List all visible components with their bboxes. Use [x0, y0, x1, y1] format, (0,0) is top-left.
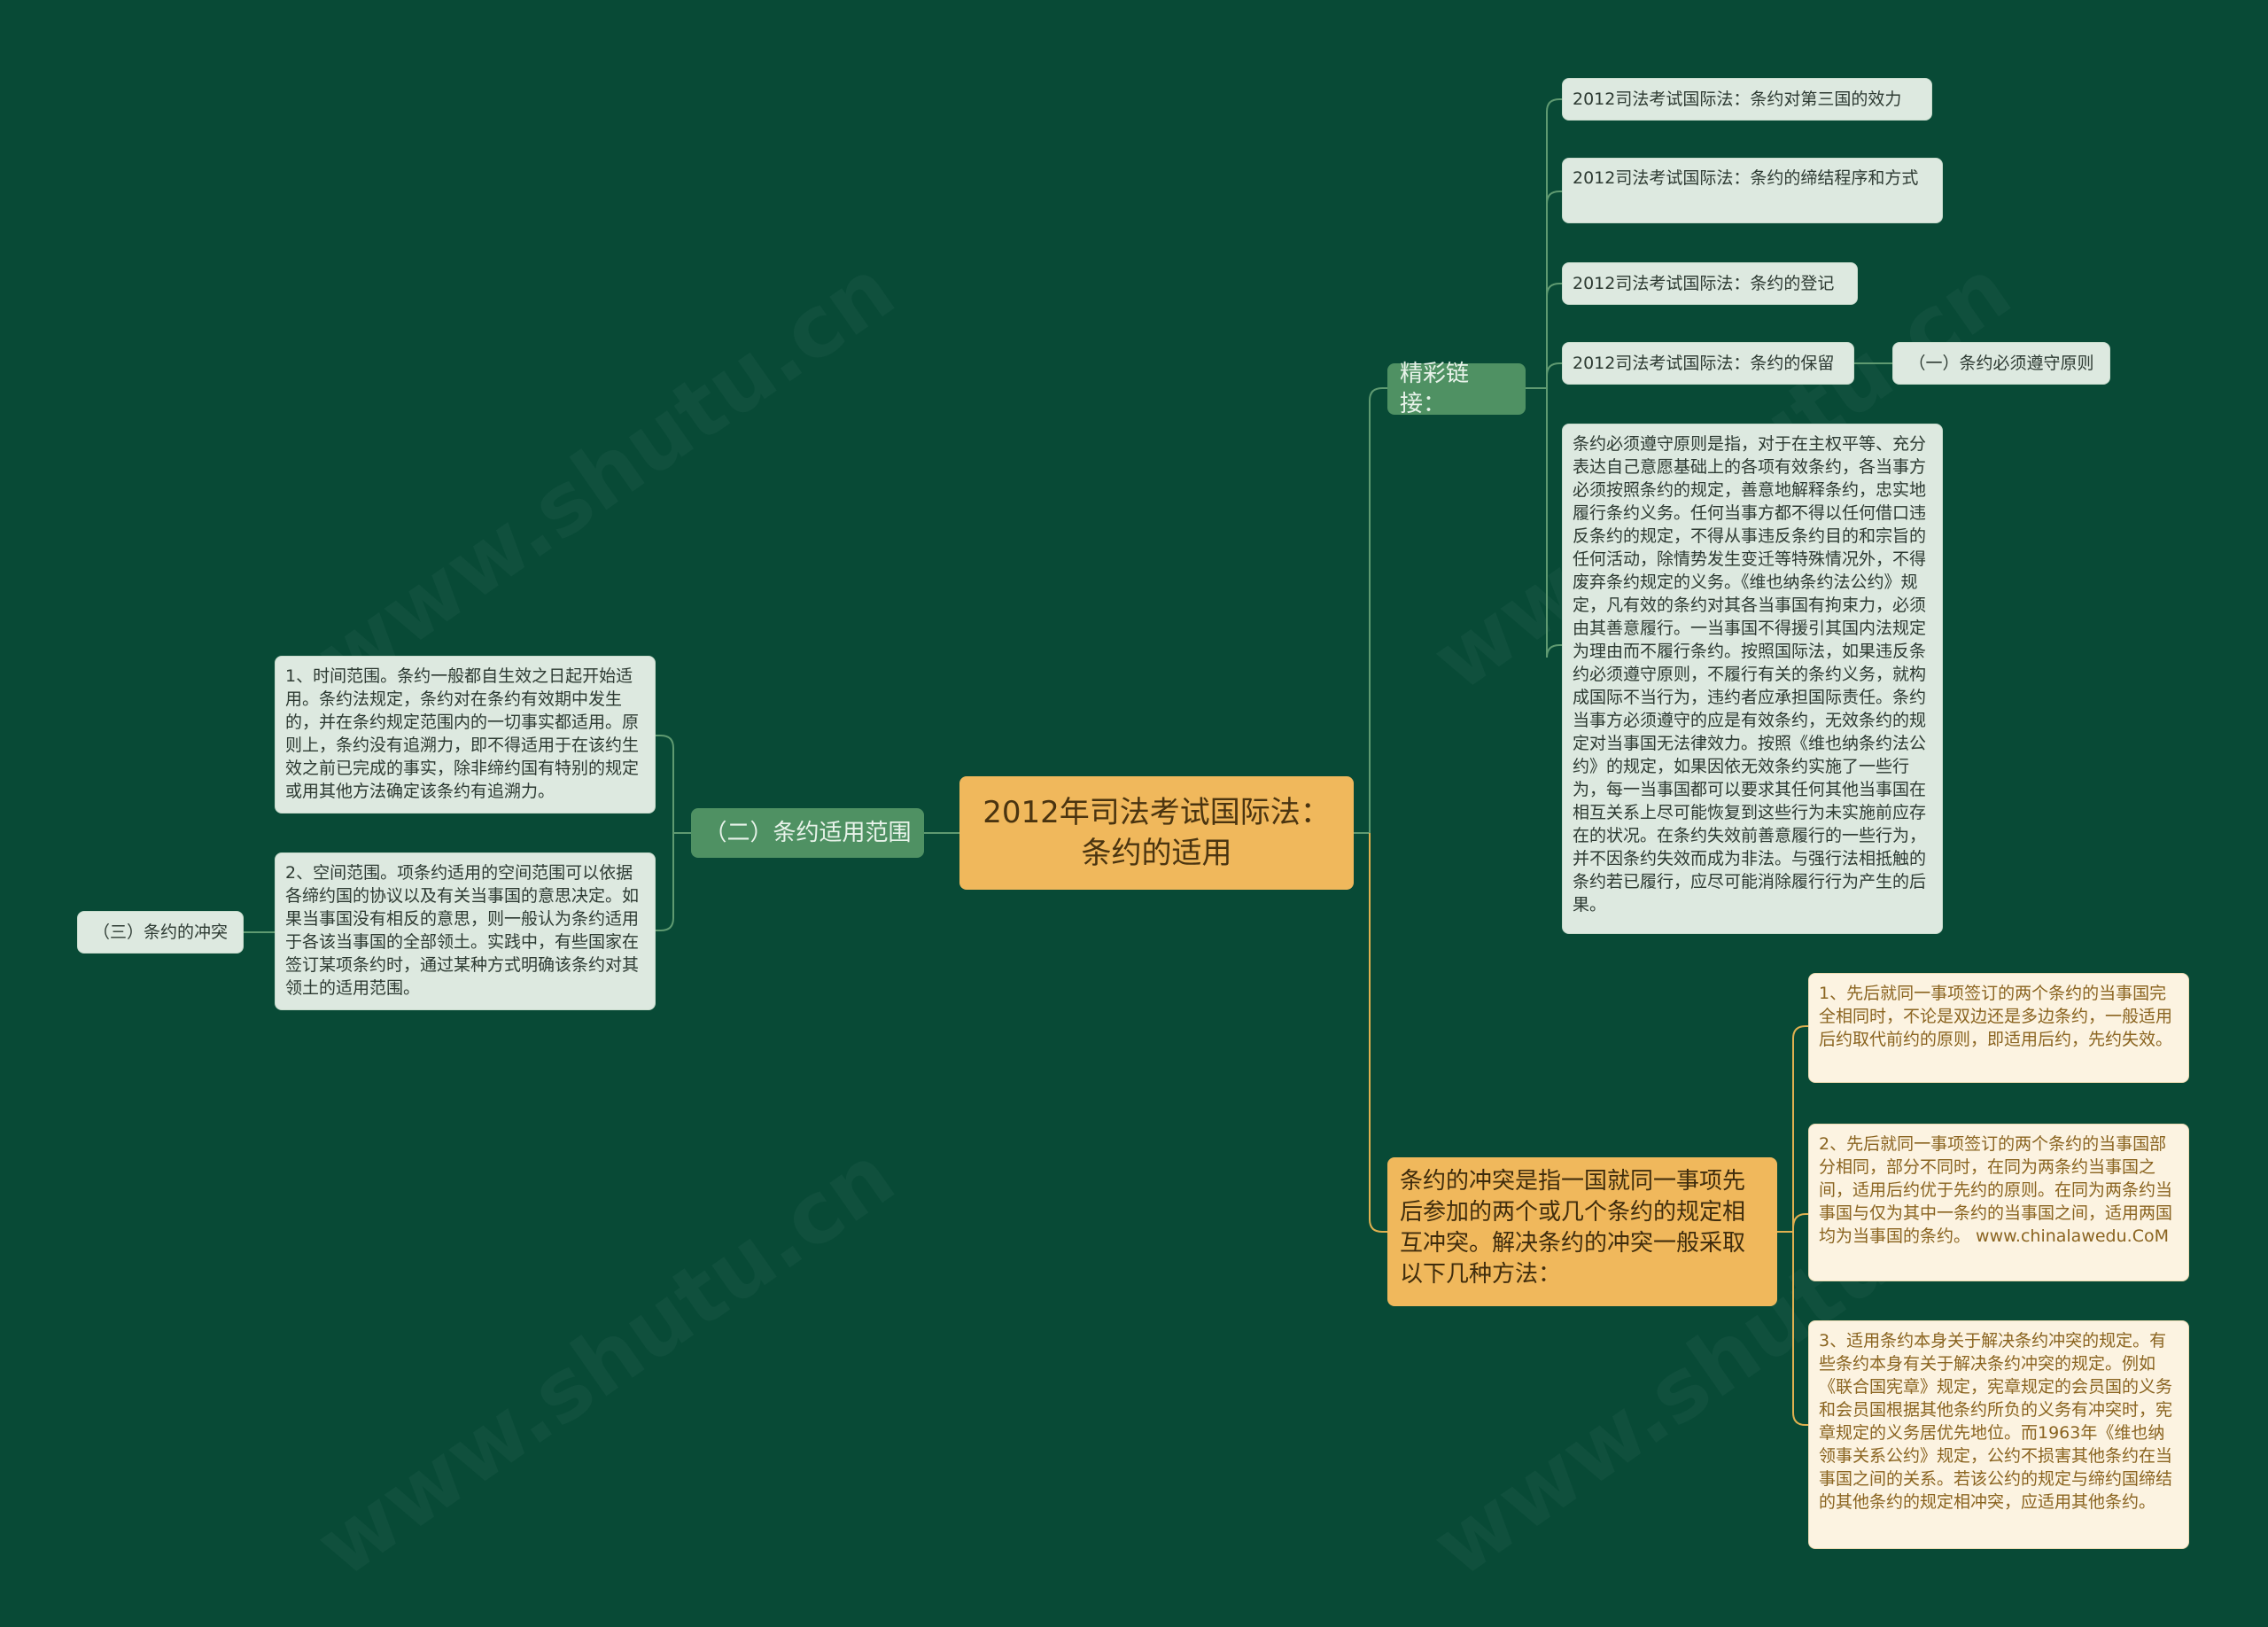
- conflict-method-2[interactable]: 2、先后就同一事项签订的两个条约的当事国部分相同，部分不同时，在同为两条约当事国…: [1808, 1124, 2189, 1281]
- connector-links: [1526, 98, 1562, 658]
- link-pacta-text: （一）条约必须遵守原则: [1908, 354, 2094, 373]
- conflict-method-1[interactable]: 1、先后就同一事项签订的两个条约的当事国完全相同时，不论是双边还是多边条约，一般…: [1808, 973, 2189, 1083]
- leaf-space-scope-text: 2、空间范围。项条约适用的空间范围可以依据各缔约国的协议以及有关当事国的意思决定…: [285, 863, 640, 998]
- branch-conflict-label: 条约的冲突是指一国就同一事项先后参加的两个或几个条约的规定相互冲突。解决条约的冲…: [1400, 1168, 1746, 1288]
- branch-links[interactable]: 精彩链接：: [1387, 361, 1526, 417]
- branch-links-label: 精彩链接：: [1400, 361, 1470, 417]
- leaf-time-scope-text: 1、时间范围。条约一般都自生效之日起开始适用。条约法规定，条约对在条约有效期中发…: [285, 666, 640, 801]
- link-conclusion[interactable]: 2012司法考试国际法：条约的缔结程序和方式: [1562, 158, 1943, 223]
- link-third-state[interactable]: 2012司法考试国际法：条约对第三国的效力: [1562, 78, 1932, 121]
- link-registration-text: 2012司法考试国际法：条约的登记: [1573, 274, 1835, 293]
- connector-root-right-top: [1354, 387, 1387, 834]
- leaf-time-scope[interactable]: 1、时间范围。条约一般都自生效之日起开始适用。条约法规定，条约对在条约有效期中发…: [275, 656, 656, 814]
- root-title: 2012年司法考试国际法：条约的适用: [983, 795, 1331, 871]
- detail-pacta-text: 条约必须遵守原则是指，对于在主权平等、充分表达自己意愿基础上的各项有效条约，各当…: [1573, 434, 1927, 915]
- sub-conflict-label: （三）条约的冲突: [92, 922, 228, 942]
- conflict-method-3-text: 3、适用条约本身关于解决条约冲突的规定。有些条约本身有关于解决条约冲突的规定。例…: [1819, 1331, 2173, 1512]
- connector-root-right-bottom: [1369, 833, 1387, 1233]
- root-topic[interactable]: 2012年司法考试国际法：条约的适用: [959, 776, 1354, 890]
- connector-conflict-items: [1777, 1025, 1808, 1426]
- link-reservation-text: 2012司法考试国际法：条约的保留: [1573, 354, 1835, 373]
- connector-left-leaves: [656, 735, 691, 931]
- sub-conflict[interactable]: （三）条约的冲突: [77, 911, 244, 954]
- branch-conflict[interactable]: 条约的冲突是指一国就同一事项先后参加的两个或几个条约的规定相互冲突。解决条约的冲…: [1387, 1157, 1777, 1306]
- conflict-method-3[interactable]: 3、适用条约本身关于解决条约冲突的规定。有些条约本身有关于解决条约冲突的规定。例…: [1808, 1320, 2189, 1549]
- link-pacta-sunt-servanda[interactable]: （一）条约必须遵守原则: [1892, 342, 2110, 385]
- conflict-method-1-text: 1、先后就同一事项签订的两个条约的当事国完全相同时，不论是双边还是多边条约，一般…: [1819, 984, 2173, 1049]
- link-third-state-text: 2012司法考试国际法：条约对第三国的效力: [1573, 90, 1902, 109]
- branch-scope[interactable]: （二）条约适用范围: [691, 808, 924, 858]
- conflict-method-2-text: 2、先后就同一事项签订的两个条约的当事国部分相同，部分不同时，在同为两条约当事国…: [1819, 1134, 2173, 1246]
- link-reservation[interactable]: 2012司法考试国际法：条约的保留: [1562, 342, 1854, 385]
- branch-scope-label: （二）条约适用范围: [703, 820, 912, 846]
- link-registration[interactable]: 2012司法考试国际法：条约的登记: [1562, 262, 1858, 305]
- leaf-space-scope[interactable]: 2、空间范围。项条约适用的空间范围可以依据各缔约国的协议以及有关当事国的意思决定…: [275, 852, 656, 1010]
- detail-pacta[interactable]: 条约必须遵守原则是指，对于在主权平等、充分表达自己意愿基础上的各项有效条约，各当…: [1562, 424, 1943, 934]
- link-conclusion-text: 2012司法考试国际法：条约的缔结程序和方式: [1573, 168, 1919, 188]
